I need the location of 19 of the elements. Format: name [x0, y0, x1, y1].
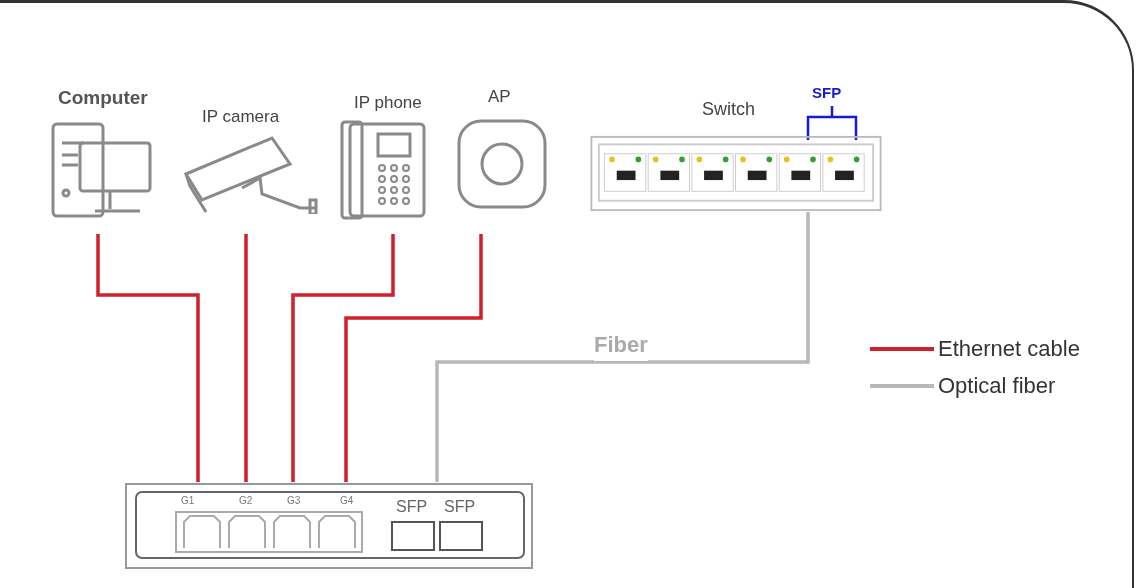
- port-label: SFP: [812, 83, 842, 103]
- port-label: SFP: [444, 497, 476, 517]
- port-label: G1: [181, 494, 195, 508]
- device-label: Computer: [58, 86, 148, 110]
- legend-text: Ethernet cable: [938, 335, 1080, 363]
- port-label: G3: [287, 494, 301, 508]
- port-label: G4: [340, 494, 354, 508]
- device-label: Switch: [702, 98, 755, 121]
- cable-line: [344, 234, 483, 482]
- device-label: IP phone: [354, 92, 422, 114]
- device-label: AP: [488, 86, 511, 108]
- device-label: IP camera: [202, 106, 280, 128]
- cable-line: [435, 212, 810, 482]
- cable-line: [291, 234, 395, 482]
- port-label: SFP: [396, 497, 428, 517]
- cable-line: [244, 234, 248, 482]
- port-label: G2: [239, 494, 253, 508]
- cable-line: [96, 234, 200, 482]
- legend-text: Optical fiber: [938, 372, 1056, 400]
